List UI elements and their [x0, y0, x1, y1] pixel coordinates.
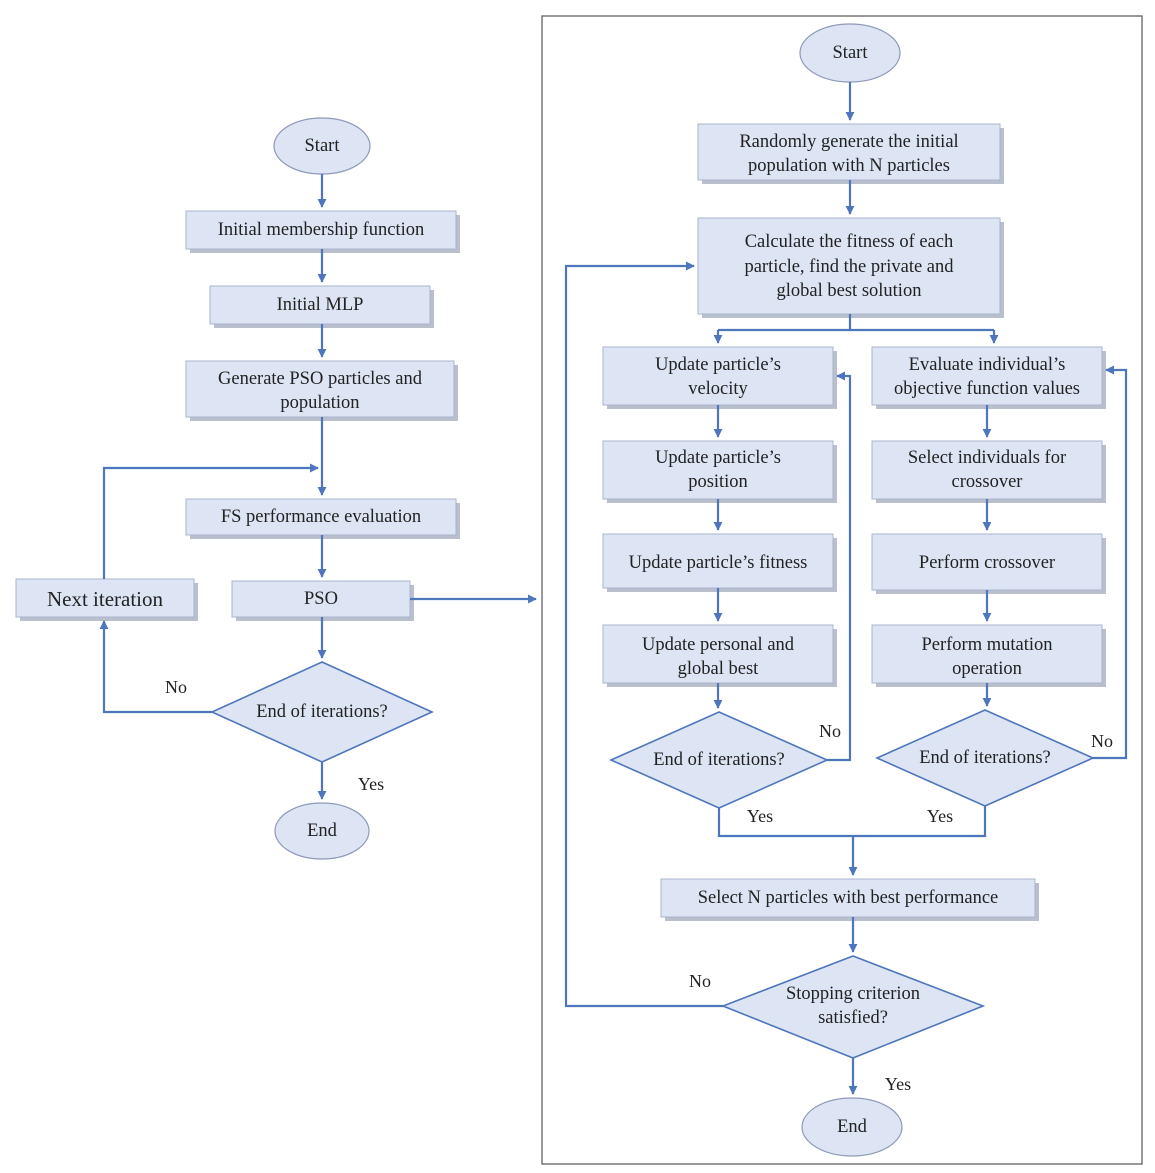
svg-text:Select individuals for: Select individuals for: [908, 448, 1066, 468]
svg-text:Perform crossover: Perform crossover: [919, 553, 1055, 573]
right-start: Start: [799, 23, 901, 83]
perform-crossover-box: Perform crossover: [871, 533, 1106, 594]
svg-text:velocity: velocity: [688, 379, 748, 399]
svg-text:particle, find the private and: particle, find the private and: [744, 257, 954, 277]
svg-text:Generate PSO particles and: Generate PSO particles and: [218, 369, 423, 389]
svg-text:Randomly generate the initial: Randomly generate the initial: [739, 132, 958, 152]
svg-text:End of iterations?: End of iterations?: [256, 702, 388, 722]
svg-text:crossover: crossover: [952, 472, 1023, 492]
left-start: Start: [273, 117, 371, 175]
pso-yes-label: Yes: [747, 806, 773, 826]
svg-text:End: End: [307, 821, 338, 841]
left-end-check-diamond: End of iterations?: [210, 661, 434, 763]
svg-text:population with N particles: population with N particles: [748, 156, 950, 176]
update-fitness-box: Update particle’s fitness: [602, 533, 837, 592]
svg-text:End of iterations?: End of iterations?: [919, 748, 1051, 768]
pso-ga-frame: [541, 15, 1143, 1165]
pso-end-check-diamond: End of iterations?: [609, 711, 829, 809]
svg-text:position: position: [688, 472, 748, 492]
edge-no-to-next-iteration: [99, 620, 212, 714]
select-individuals-box: Select individuals for crossover: [871, 440, 1106, 503]
update-best-box: Update personal and global best: [602, 624, 837, 687]
pso-box: PSO: [231, 580, 414, 621]
update-position-box: Update particle’s position: [602, 440, 837, 503]
edge-pso-no-loop: [827, 371, 852, 762]
svg-text:PSO: PSO: [304, 589, 338, 609]
stop-yes-label: Yes: [885, 1074, 911, 1094]
fs-evaluation-box: FS performance evaluation: [185, 498, 460, 539]
ga-end-check-diamond: End of iterations?: [875, 709, 1095, 807]
svg-text:End of iterations?: End of iterations?: [653, 750, 785, 770]
perform-mutation-box: Perform mutation operation: [871, 624, 1106, 687]
svg-text:Evaluate individual’s: Evaluate individual’s: [909, 355, 1066, 375]
ga-yes-label: Yes: [927, 806, 953, 826]
generate-pso-box: Generate PSO particles and population: [185, 360, 458, 421]
svg-text:Stopping criterion: Stopping criterion: [786, 984, 920, 1004]
initial-membership-box: Initial membership function: [185, 210, 460, 253]
svg-text:population: population: [280, 393, 359, 413]
svg-text:Next iteration: Next iteration: [47, 587, 164, 611]
edge-ga-no-loop: [1093, 365, 1128, 760]
update-velocity-box: Update particle’s velocity: [602, 346, 837, 409]
svg-text:Initial membership function: Initial membership function: [218, 220, 425, 240]
select-best-box: Select N particles with best performance: [660, 878, 1039, 921]
svg-text:Update particle’s fitness: Update particle’s fitness: [629, 553, 808, 573]
svg-text:operation: operation: [952, 659, 1022, 679]
stopping-criterion-diamond: Stopping criterion satisfied?: [720, 955, 986, 1059]
svg-text:Perform mutation: Perform mutation: [921, 635, 1052, 655]
svg-text:FS performance evaluation: FS performance evaluation: [221, 507, 421, 527]
left-yes-label: Yes: [358, 774, 384, 794]
initial-mlp-box: Initial MLP: [209, 285, 434, 328]
svg-text:Update personal and: Update personal and: [642, 635, 795, 655]
edge-next-to-fs: [102, 463, 319, 579]
svg-text:Select N particles with best p: Select N particles with best performance: [698, 888, 999, 908]
svg-text:Calculate the fitness of each: Calculate the fitness of each: [745, 232, 954, 252]
edge-stop-no-loop: [564, 261, 723, 1008]
svg-text:Initial MLP: Initial MLP: [277, 295, 364, 315]
svg-text:global best solution: global best solution: [777, 281, 922, 301]
random-generate-box: Randomly generate the initial population…: [697, 123, 1004, 184]
right-end: End: [801, 1097, 903, 1157]
svg-text:Start: Start: [833, 43, 869, 63]
svg-text:satisfied?: satisfied?: [818, 1008, 888, 1028]
svg-text:End: End: [837, 1117, 868, 1137]
calc-fitness-box: Calculate the fitness of each particle, …: [697, 217, 1004, 318]
evaluate-individual-box: Evaluate individual’s objective function…: [871, 346, 1106, 409]
stop-no-label: No: [689, 971, 711, 991]
pso-no-label: No: [819, 721, 841, 741]
left-no-label: No: [165, 677, 187, 697]
svg-text:Update particle’s: Update particle’s: [655, 448, 781, 468]
next-iteration-box: Next iteration: [15, 578, 198, 621]
svg-text:global best: global best: [678, 659, 760, 679]
ga-no-label: No: [1091, 731, 1113, 751]
left-end: End: [274, 802, 370, 860]
svg-text:Update particle’s: Update particle’s: [655, 355, 781, 375]
svg-text:objective function values: objective function values: [894, 379, 1080, 399]
svg-text:Start: Start: [305, 136, 341, 156]
